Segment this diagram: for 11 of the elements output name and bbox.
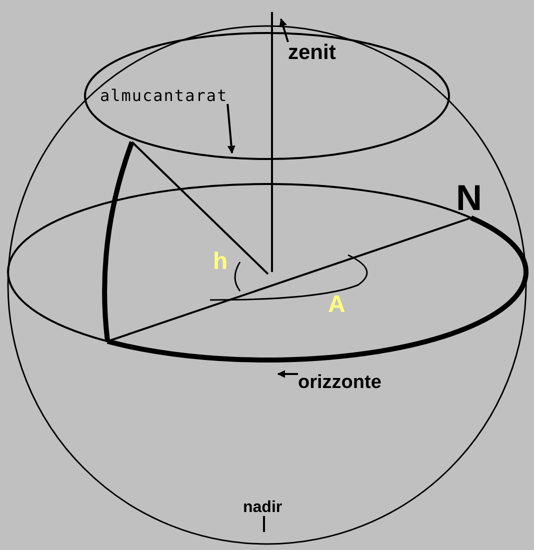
nadir-label: nadir: [243, 500, 282, 516]
leader-line: [226, 104, 236, 154]
leader-line: [277, 370, 298, 378]
azimuth-label: A: [328, 293, 346, 317]
leader-line: [279, 18, 289, 42]
zenith-label: zenit: [288, 42, 336, 63]
horizon-label: orizzonte: [298, 373, 382, 392]
north-label: N: [456, 180, 482, 216]
almucantar-label: almucantarat: [100, 88, 228, 104]
leader-line: [263, 516, 265, 532]
altitude-label: h: [213, 250, 228, 274]
